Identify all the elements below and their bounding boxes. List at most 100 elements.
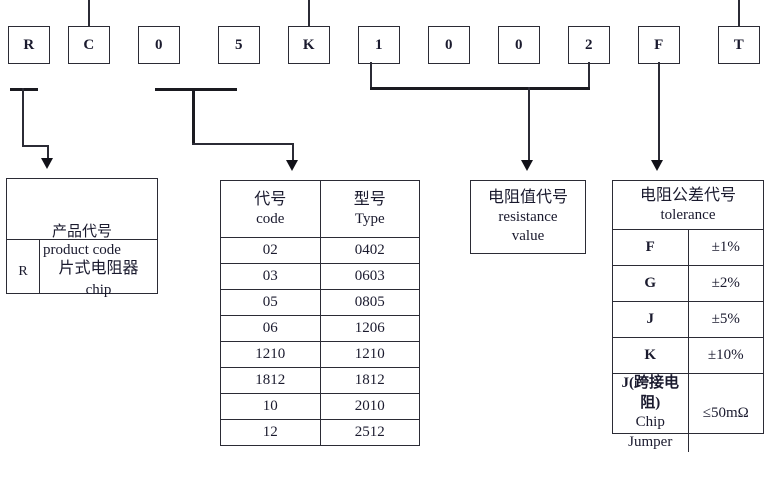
product-code-divider-v (39, 239, 41, 293)
table-row: J ±5% (613, 301, 763, 338)
code-box-2[interactable]: 0 (138, 26, 180, 64)
size-header-code: 代号 code (221, 181, 321, 238)
tolerance-header-en: tolerance (660, 206, 716, 223)
table-row: G ±2% (613, 265, 763, 302)
code-box-0[interactable]: R (8, 26, 50, 64)
size-table-header-row: 代号 code 型号 Type (221, 181, 419, 238)
size-type-cell: 1812 (319, 367, 419, 395)
size-code-cell: 1210 (221, 341, 321, 369)
code-box-6[interactable]: 0 (428, 26, 470, 64)
size-header-code-cn: 代号 (254, 190, 287, 208)
tolerance-header-row: 电阻公差代号 tolerance (613, 181, 763, 230)
arrow-tolerance-table (651, 160, 663, 171)
code-box-9[interactable]: F (638, 26, 680, 64)
jumper-line-2: 阻) (640, 394, 661, 411)
leader-stub-c (88, 0, 90, 26)
size-code-cell: 06 (221, 315, 321, 343)
size-code-cell: 02 (221, 236, 321, 265)
table-row: J(跨接电 阻) Chip Jumper ≤50mΩ (613, 373, 763, 452)
size-code-cell: 12 (221, 419, 321, 445)
tolerance-table-body: 电阻公差代号 tolerance F ±1% G ±2% J ±5% (613, 181, 763, 452)
product-code-desc-en: chip (85, 282, 112, 298)
connector-product-top (10, 88, 38, 91)
connector-product-stem (47, 145, 49, 161)
size-header-code-en: code (256, 210, 285, 227)
tolerance-jumper-symbol-cell: J(跨接电 阻) Chip Jumper (613, 373, 689, 452)
tolerance-symbol-cell: F (613, 229, 689, 266)
tolerance-value-cell: ±1% (687, 229, 763, 266)
product-code-divider-h (7, 239, 157, 241)
tolerance-value-cell: ±2% (687, 265, 763, 302)
jumper-line-1: J(跨接电 (621, 375, 680, 391)
size-type-cell: 0402 (319, 236, 419, 265)
tolerance-symbol-cell: J (613, 301, 689, 338)
size-header-type-cn: 型号 (353, 190, 386, 208)
arrow-size-table (286, 160, 298, 171)
code-box-7[interactable]: 0 (498, 26, 540, 64)
jumper-line-3: Chip (635, 414, 665, 430)
size-code-cell: 1812 (221, 367, 321, 395)
connector-res-right (588, 62, 590, 89)
connector-res-drop (528, 87, 530, 162)
leader-stub-k (308, 0, 310, 26)
resistance-value-title-en-2: value (511, 228, 545, 245)
code-box-1[interactable]: C (68, 26, 110, 64)
connector-product-elbow (22, 145, 48, 147)
connector-tolerance-drop (658, 62, 660, 162)
resistance-value-panel: 电阻值代号 resistance value (470, 180, 586, 254)
size-type-cell: 0805 (319, 289, 419, 317)
code-box-5[interactable]: 1 (358, 26, 400, 64)
connector-size-span (155, 88, 237, 91)
code-box-3[interactable]: 5 (218, 26, 260, 64)
tolerance-symbol-cell: K (613, 337, 689, 374)
connector-size-elbow (192, 143, 293, 145)
connector-res-left (370, 62, 372, 89)
size-type-cell: 1206 (319, 315, 419, 343)
resistance-value-title-cn: 电阻值代号 (487, 188, 568, 206)
size-type-cell: 2512 (319, 419, 419, 445)
size-code-cell: 05 (221, 289, 321, 317)
size-header-type-en: Type (354, 210, 385, 227)
size-code-cell: 10 (221, 393, 321, 421)
connector-res-span (370, 87, 590, 90)
product-code-title-cn: 产品代号 (51, 224, 112, 240)
connector-size-drop (192, 88, 195, 145)
size-type-cell: 2010 (319, 393, 419, 421)
tolerance-table: 电阻公差代号 tolerance F ±1% G ±2% J ±5% (612, 180, 764, 452)
tolerance-header-cell: 电阻公差代号 tolerance (613, 181, 763, 230)
product-code-panel: 产品代号 product code R 片式电阻器 chip (6, 178, 158, 298)
connector-product-drop (22, 88, 24, 146)
tolerance-value-cell: ±10% (687, 337, 763, 374)
size-header-type: 型号 Type (319, 181, 419, 238)
code-box-4[interactable]: K (288, 26, 330, 64)
size-type-cell: 0603 (319, 263, 419, 291)
tolerance-header-cn: 电阻公差代号 (639, 186, 736, 204)
tolerance-symbol-cell: G (613, 265, 689, 302)
jumper-line-4: Jumper (628, 433, 673, 450)
size-code-cell: 03 (221, 263, 321, 291)
arrow-product-code (41, 158, 53, 169)
tolerance-value-cell: ±5% (687, 301, 763, 338)
resistance-value-title-en-1: resistance (498, 209, 558, 226)
arrow-resistance-value (521, 160, 533, 171)
leader-stub-t (738, 0, 740, 26)
size-type-cell: 1210 (319, 341, 419, 369)
code-box-10[interactable]: T (718, 26, 760, 64)
table-row: F ±1% (613, 229, 763, 266)
tolerance-jumper-value-cell: ≤50mΩ (687, 373, 763, 452)
table-row: K ±10% (613, 337, 763, 374)
connector-size-stem (292, 143, 294, 162)
code-box-8[interactable]: 2 (568, 26, 610, 64)
product-code-desc-cn: 片式电阻器 (58, 260, 139, 277)
